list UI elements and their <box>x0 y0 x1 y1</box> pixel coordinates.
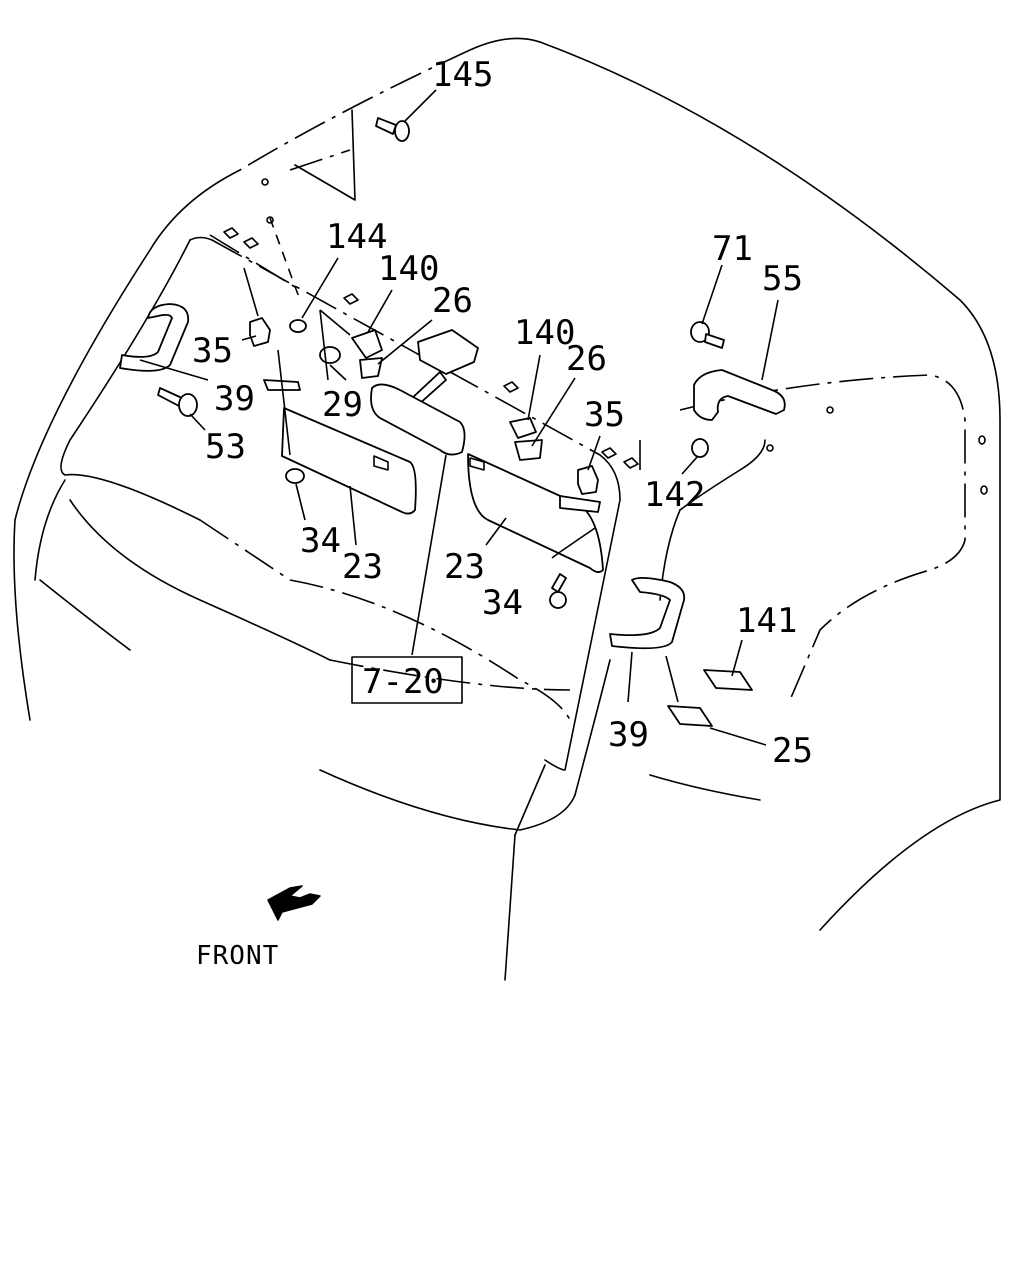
callout-numbers: 145 144 140 26 35 39 29 53 34 23 140 26 … <box>192 55 813 771</box>
callout-35-left: 35 <box>192 331 233 371</box>
leader-lines <box>139 89 779 746</box>
plug-142 <box>691 438 709 458</box>
callout-29: 29 <box>322 385 363 425</box>
sun-visor-right-panel <box>467 453 604 573</box>
lamp-25 <box>667 705 713 727</box>
parts <box>119 117 786 727</box>
bracket-35-right <box>577 465 599 495</box>
callout-142: 142 <box>644 475 705 515</box>
callout-140-left: 140 <box>378 249 439 289</box>
callout-145: 145 <box>432 55 493 95</box>
callout-35-right: 35 <box>584 395 625 435</box>
arrow-down-left-icon <box>267 885 321 921</box>
holder-140-right <box>509 417 537 439</box>
callout-140-right: 140 <box>514 313 575 353</box>
callout-39-right: 39 <box>608 715 649 755</box>
rear-view-mirror <box>370 383 466 456</box>
reference-box-label: 7-20 <box>362 662 444 702</box>
screw-71 <box>690 321 725 349</box>
bolt-53 <box>157 387 198 417</box>
lamp-141 <box>703 669 753 691</box>
screw-34-left <box>285 468 305 484</box>
callout-26-right: 26 <box>566 339 607 379</box>
holder-140-left <box>351 329 383 359</box>
callout-71: 71 <box>712 229 753 269</box>
callout-53: 53 <box>205 427 246 467</box>
plug-144 <box>289 319 307 333</box>
assist-grip-55 <box>693 369 786 421</box>
front-label: FRONT <box>196 941 279 971</box>
callout-23-right: 23 <box>444 547 485 587</box>
callout-55: 55 <box>762 259 803 299</box>
reference-box: 7-20 <box>351 656 463 704</box>
assist-grip-left <box>119 303 190 372</box>
holder-26-right <box>514 439 543 461</box>
nut-29 <box>319 346 341 364</box>
callout-141: 141 <box>736 601 797 641</box>
callout-34-right: 34 <box>482 583 523 623</box>
callout-34-left: 34 <box>300 521 341 561</box>
holder-26-left <box>359 357 383 379</box>
callout-26-left: 26 <box>432 281 473 321</box>
cab-outline <box>13 37 1001 981</box>
sun-visor-left-panel <box>281 407 417 515</box>
callout-39-left: 39 <box>214 379 255 419</box>
mirror-mount <box>417 329 479 375</box>
screw-145 <box>375 117 410 142</box>
front-indicator: FRONT <box>196 885 321 971</box>
screw-34-right <box>549 573 567 609</box>
callout-144: 144 <box>326 217 387 257</box>
callout-25: 25 <box>772 731 813 771</box>
callout-23-left: 23 <box>342 547 383 587</box>
assist-grip-right <box>609 577 686 650</box>
bracket-35-left <box>249 317 271 347</box>
